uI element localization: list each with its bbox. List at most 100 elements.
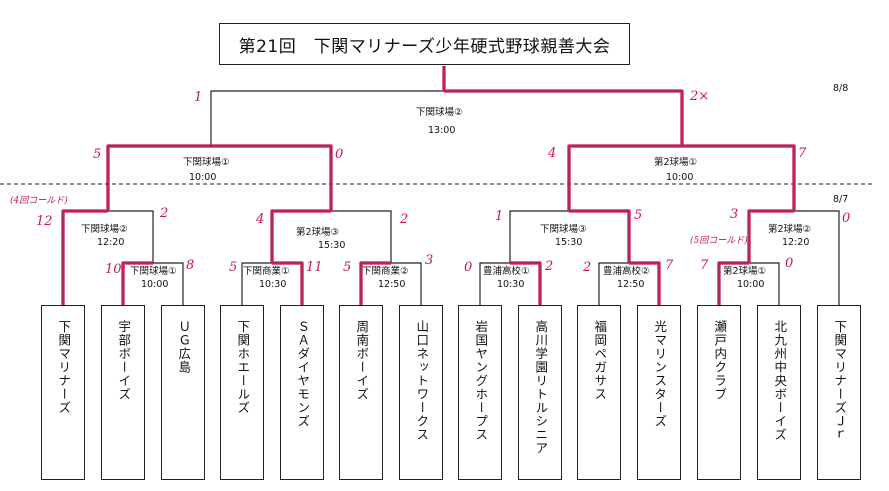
score: 10 [105, 262, 122, 277]
match-time: 12:50 [378, 279, 406, 290]
match-venue: 豊浦高校② [603, 266, 650, 277]
score: 12 [36, 214, 53, 229]
score: 3 [730, 207, 739, 222]
score: 5 [634, 208, 643, 223]
match-venue: 下関商業① [243, 266, 290, 277]
score: 2 [583, 260, 592, 275]
score: 7 [798, 146, 807, 161]
winner-path [717, 261, 749, 305]
team-name: ＵＧ広島 [176, 320, 192, 374]
team-box: 山口ネットワークス [399, 305, 443, 480]
match-venue: 下関球場② [416, 107, 463, 118]
score: 4 [256, 212, 265, 227]
score: 8 [186, 258, 195, 273]
score: 2 [160, 206, 169, 221]
bracket-line [210, 90, 683, 146]
match-time: 10:00 [141, 279, 169, 290]
team-box: 福岡ペガサス [577, 305, 621, 480]
winner-path [106, 144, 211, 211]
match-venue: 豊浦高校① [483, 266, 530, 277]
match-time: 12:50 [617, 279, 645, 290]
score: 1 [194, 90, 203, 105]
score: 2 [545, 259, 554, 274]
team-box: 下関ホエールズ [220, 305, 264, 480]
team-name: 岩国ヤングホープス [473, 320, 489, 442]
team-box: ＵＧ広島 [161, 305, 205, 480]
match-time: 10:00 [189, 172, 217, 183]
match-venue: 第2球場② [768, 224, 812, 235]
team-name: 高川学園リトルシニア [533, 320, 549, 455]
score: 11 [306, 260, 323, 275]
match-time: 10:30 [259, 279, 287, 290]
match-time: 15:30 [318, 240, 346, 251]
tournament-title: 第21回 下関マリナーズ少年硬式野球親善大会 [219, 23, 630, 65]
score: 7 [665, 258, 674, 273]
team-box: 光マリンスターズ [637, 305, 681, 480]
team-name: 山口ネットワークス [414, 320, 430, 442]
score: 5 [93, 147, 102, 162]
match-time: 12:20 [782, 237, 810, 248]
team-box: 瀬戸内クラブ [697, 305, 741, 480]
score-note: (5回コールド) [690, 236, 748, 246]
winner-path [121, 261, 153, 305]
score: 5 [229, 260, 238, 275]
winner-path [359, 261, 391, 305]
team-name: 北九州中央ボーイズ [772, 320, 788, 442]
team-box: 北九州中央ボーイズ [757, 305, 801, 480]
team-name: 下関マリナーズ [56, 320, 72, 415]
team-name: 光マリンスターズ [652, 320, 668, 428]
match-time: 10:00 [737, 279, 765, 290]
winner-path [444, 89, 684, 146]
score-note: (4回コールド) [10, 196, 68, 206]
winner-path [272, 261, 304, 305]
date-label-day1: 8/7 [833, 194, 849, 205]
match-time: 15:30 [555, 237, 583, 248]
score: 2 [400, 212, 409, 227]
score: 7 [700, 258, 709, 273]
winner-path [569, 209, 631, 263]
match-venue: 下関球場② [81, 224, 128, 235]
match-venue: 第2球場① [654, 157, 698, 168]
match-time: 12:20 [97, 237, 125, 248]
match-venue: 第2球場③ [296, 227, 340, 238]
team-name: 瀬戸内クラブ [712, 320, 728, 401]
team-box: 宇部ボーイズ [101, 305, 145, 480]
winner-path [61, 209, 108, 305]
winner-path [270, 209, 331, 263]
score: 4 [548, 146, 557, 161]
match-venue: 下関球場① [183, 157, 230, 168]
date-label-day2: 8/8 [833, 83, 849, 94]
match-venue: 下関球場① [130, 266, 177, 277]
team-box: 下関マリナーズ [41, 305, 85, 480]
score: 0 [842, 211, 851, 226]
score: 2× [690, 89, 710, 104]
winner-path [211, 144, 333, 211]
match-time: 10:30 [497, 279, 525, 290]
team-name: 宇部ボーイズ [116, 320, 132, 401]
match-venue: 下関商業② [362, 266, 409, 277]
team-name: ＳＡダイヤモンズ [295, 320, 311, 428]
team-name: 周南ボーイズ [354, 320, 370, 401]
team-box: 岩国ヤングホープス [458, 305, 502, 480]
team-name: 福岡ペガサス [592, 320, 608, 401]
winner-path [629, 261, 661, 305]
winner-path [682, 144, 796, 211]
match-venue: 下関球場③ [540, 224, 587, 235]
match-time: 10:00 [666, 172, 694, 183]
winner-path [567, 144, 682, 211]
winner-path [510, 261, 542, 305]
score: 0 [464, 260, 473, 275]
score: 5 [343, 260, 352, 275]
team-box: ＳＡダイヤモンズ [280, 305, 324, 480]
team-box: 下関マリナーズＪｒ [817, 305, 861, 480]
team-name: 下関マリナーズＪｒ [832, 320, 848, 442]
team-name: 下関ホエールズ [235, 320, 251, 415]
team-box: 高川学園リトルシニア [518, 305, 562, 480]
score: 0 [785, 256, 794, 271]
score: 1 [495, 209, 504, 224]
match-venue: 第2球場① [723, 266, 767, 277]
score: 3 [425, 253, 434, 268]
score: 0 [335, 147, 344, 162]
match-time: 13:00 [428, 125, 456, 136]
